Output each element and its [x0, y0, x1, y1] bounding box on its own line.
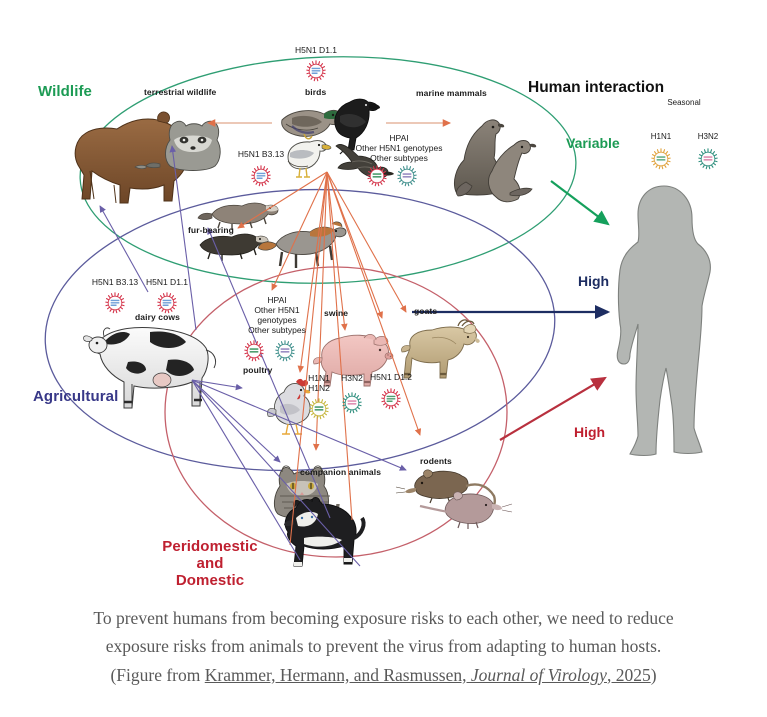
virus-icon-hpai-birds: [366, 165, 388, 187]
caption-line-2: exposure risks from animals to prevent t…: [105, 636, 662, 657]
caption-line-3: (Figure from Krammer, Hermann, and Rasmu…: [0, 661, 767, 689]
dog-illustration: [284, 496, 366, 567]
zone-ellipses-layer: [44, 56, 577, 558]
animal-art-layer: [74, 98, 711, 567]
fox-illustration: [257, 221, 347, 268]
interspecies-arrow-group: [99, 145, 407, 567]
pig-illustration: [313, 334, 394, 387]
risk-arrow-high-peridomestic: [499, 376, 607, 441]
raccoon-illustration: [134, 120, 221, 171]
figure-caption: To prevent humans from becoming exposure…: [0, 604, 767, 689]
virus-icon-other-subtypes-birds: [396, 165, 418, 187]
virus-icon-h1n1-h1n2-swine: [308, 398, 330, 420]
virus-icon-other-subtypes-poultry: [274, 340, 296, 362]
gull-illustration: [287, 140, 332, 178]
virus-icon-h5n1-d11-birds: [305, 60, 327, 82]
virus-icon-hpai-poultry: [243, 340, 265, 362]
virus-icon-h5n1-d12-goat: [380, 388, 402, 410]
influenza-host-diagram: Human interaction Wildlife Agricultural …: [33, 45, 719, 588]
risk-arrow-variable: [550, 180, 610, 226]
citation-authors: Krammer, Hermann, and Rasmussen,: [204, 664, 467, 685]
transmission-arrows-layer: [99, 119, 611, 567]
peridomestic-zone-ellipse: [164, 266, 508, 558]
citation-link[interactable]: Krammer, Hermann, and Rasmussen, Journal…: [205, 665, 651, 685]
virus-icon-seasonal-h3n2: [697, 148, 719, 170]
sea-lion-illustration-2: [488, 140, 537, 203]
rat-illustration: [419, 491, 513, 529]
agricultural-zone-ellipse: [44, 188, 556, 472]
spillover-arrow-fan: [237, 171, 422, 546]
cow-illustration: [83, 327, 217, 409]
wildlife-zone-ellipse: [79, 56, 577, 284]
caption-line-1: To prevent humans from becoming exposure…: [93, 608, 674, 628]
human-silhouette: [616, 185, 711, 457]
mouse-illustration: [395, 469, 496, 512]
caption-source-suffix: ): [650, 664, 657, 685]
citation-journal: Journal of Virology: [466, 664, 607, 685]
virus-icon-h5n1-b313-wildlife: [250, 165, 272, 187]
citation-year: , 2025: [606, 664, 651, 685]
virus-icon-h5n1-b313-cattle: [104, 292, 126, 314]
caption-source-prefix: (Figure from: [110, 664, 205, 685]
virus-icon-h3n2-swine: [341, 392, 363, 414]
goat-illustration: [401, 319, 480, 379]
chicken-illustration: [267, 378, 311, 435]
virus-icon-seasonal-h1n1: [650, 148, 672, 170]
ferret-illustration-1: [197, 202, 279, 230]
virus-icon-h5n1-d11-cattle: [156, 292, 178, 314]
